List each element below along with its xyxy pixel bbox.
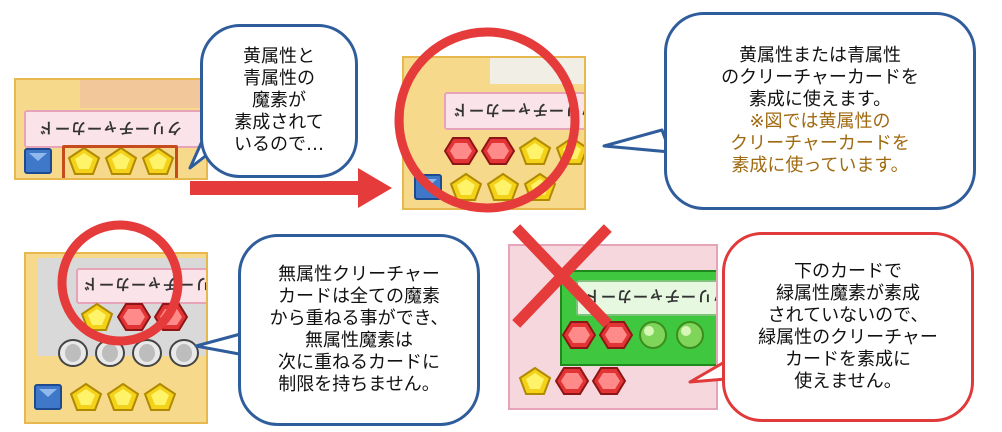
yellow-element-gem xyxy=(67,146,101,175)
element-row-top-left xyxy=(22,145,178,178)
red-element-gem xyxy=(117,303,151,331)
yellow-element-gem xyxy=(523,172,557,201)
yellow-element-gem xyxy=(518,366,552,395)
yellow-element-gem xyxy=(80,302,114,331)
element-row xyxy=(80,302,188,332)
red-element-row xyxy=(444,136,584,166)
red-element-gem xyxy=(562,321,596,349)
card-name: クリーチャーカード xyxy=(38,119,182,137)
blue-element-gem xyxy=(414,174,442,200)
blue-element-gem xyxy=(34,384,62,410)
note-line: クリーチャーカードを xyxy=(730,133,910,154)
blue-element-gem xyxy=(24,148,52,174)
yellow-element-gem xyxy=(69,382,103,411)
colorless-element-gem xyxy=(169,339,199,367)
card-name: クリーチャーカード xyxy=(584,287,718,305)
base-element-row xyxy=(32,382,177,412)
yellow-gem-highlight xyxy=(62,145,178,178)
bubble-text: 黄属性と 青属性の 魔素が 素成されて いるので… xyxy=(234,46,324,155)
green-element-gem xyxy=(676,321,704,349)
card-name: クリーチャーカード xyxy=(82,275,206,293)
colorless-element-gem xyxy=(58,339,88,367)
bubble-text: 黄属性または青属性 のクリーチャーカードを 素成に使えます。 ※図では黄属性の … xyxy=(721,45,919,176)
green-element-gem xyxy=(639,321,667,349)
colorless-element-row xyxy=(56,338,201,368)
yellow-element-gem xyxy=(143,382,177,411)
red-element-gem xyxy=(444,137,478,165)
note-line: 素成に使っています。 xyxy=(731,155,909,176)
yellow-element-gem xyxy=(518,136,552,165)
card-name: クリーチャーカード xyxy=(452,101,586,119)
card-art xyxy=(490,58,584,84)
bubble-tail-top-right xyxy=(602,128,672,154)
speech-bubble-top-left: 黄属性と 青属性の 魔素が 素成されて いるので… xyxy=(200,24,358,178)
base-element-row xyxy=(518,366,626,396)
red-element-gem xyxy=(154,303,188,331)
yellow-element-gem xyxy=(449,172,483,201)
card-stack-bottom-left: クリーチャーカード xyxy=(24,252,208,424)
card-stack-top-middle: クリーチャーカード xyxy=(402,56,586,210)
colorless-element-gem xyxy=(95,339,125,367)
yellow-element-gem xyxy=(486,172,520,201)
yellow-element-gem xyxy=(141,146,175,175)
red-element-gem xyxy=(592,367,626,395)
red-element-gem xyxy=(599,321,633,349)
base-element-row xyxy=(412,172,557,202)
card-stack-top-left: クリーチャーカード xyxy=(14,78,208,180)
yellow-element-gem xyxy=(555,136,584,165)
yellow-element-gem xyxy=(104,146,138,175)
note-line: ※図では黄属性の xyxy=(749,111,891,132)
red-element-gem xyxy=(555,367,589,395)
speech-bubble-top-right: 黄属性または青属性 のクリーチャーカードを 素成に使えます。 ※図では黄属性の … xyxy=(664,12,976,210)
element-row xyxy=(562,320,707,350)
bubble-text: 下のカードで 緑属性魔素が素成 されていないので、 緑属性のクリーチャー カード… xyxy=(758,261,938,392)
bubble-text: 無属性クリーチャー カードは全ての魔素 から重ねる事ができ、 無属性魔素は 次に… xyxy=(269,264,449,395)
speech-bubble-bottom-right: 下のカードで 緑属性魔素が素成 されていないので、 緑属性のクリーチャー カード… xyxy=(722,232,974,422)
red-element-gem xyxy=(481,137,515,165)
colorless-element-gem xyxy=(132,339,162,367)
card-stack-bottom-right: クリーチャーカード xyxy=(508,244,718,410)
yellow-element-gem xyxy=(106,382,140,411)
speech-bubble-bottom-mid: 無属性クリーチャー カードは全ての魔素 から重ねる事ができ、 無属性魔素は 次に… xyxy=(238,234,480,426)
card-art xyxy=(80,80,206,108)
